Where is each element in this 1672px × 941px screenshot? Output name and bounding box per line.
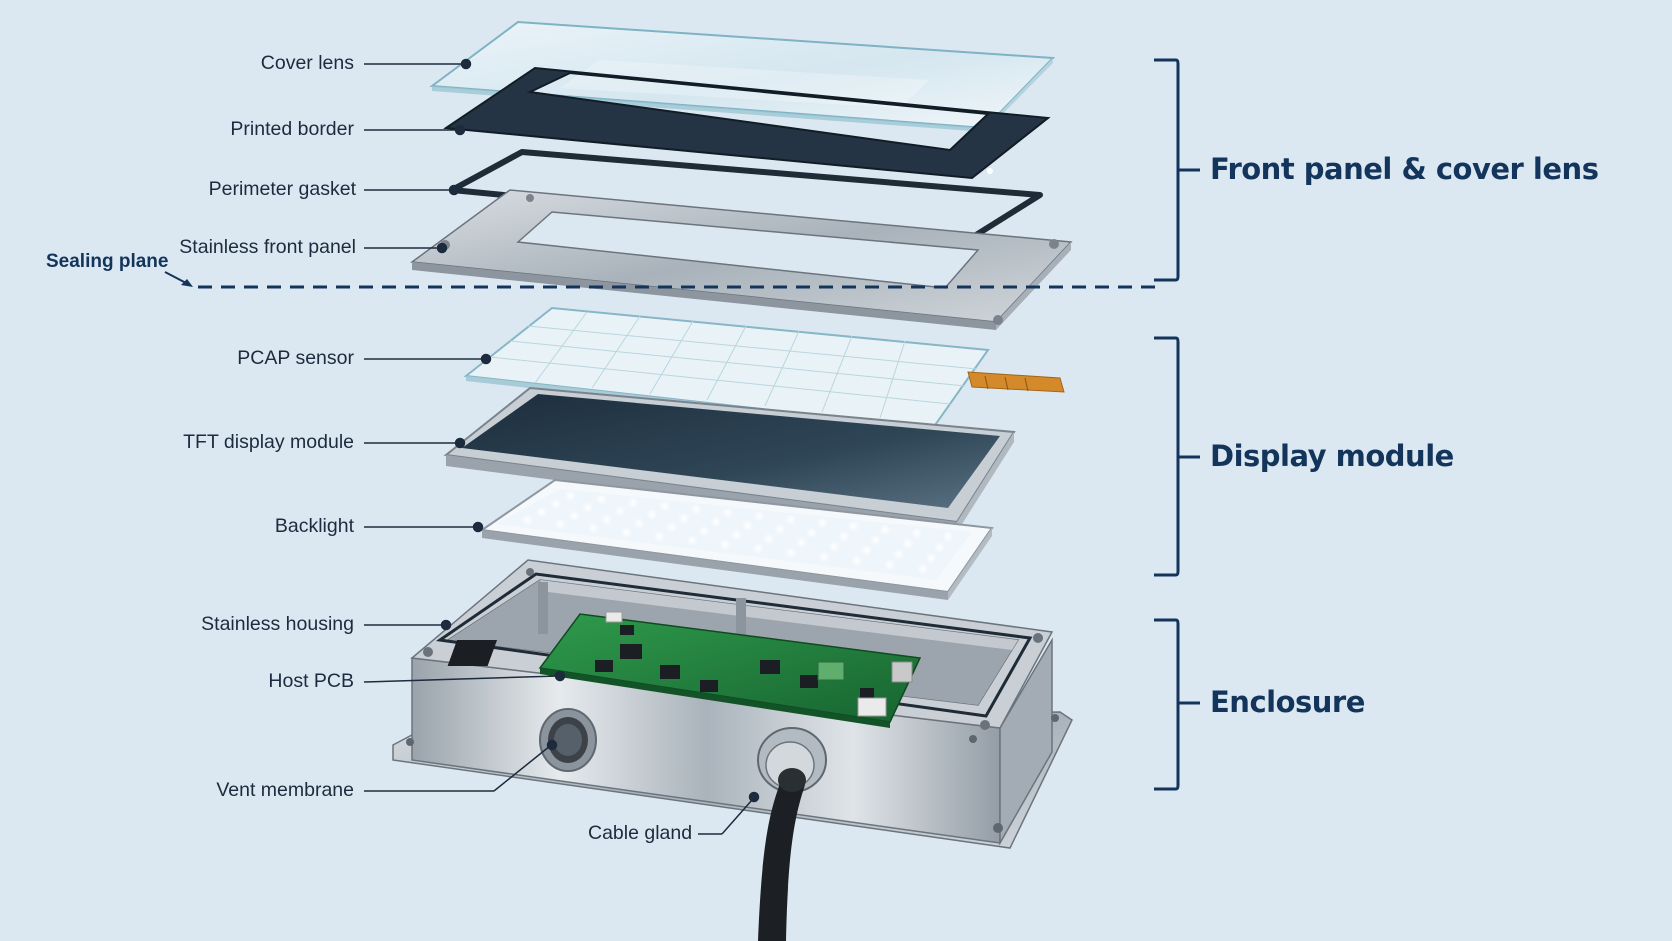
backlight-led xyxy=(784,513,797,526)
backlight-led xyxy=(568,509,581,522)
backlight-led xyxy=(850,554,863,567)
backlight-led xyxy=(933,541,946,554)
backlight-led xyxy=(910,527,923,540)
stainless-housing-part xyxy=(392,559,1073,849)
cable-gland-part xyxy=(757,727,827,941)
backlight-led xyxy=(686,534,699,547)
backlight-led xyxy=(721,506,734,519)
backlight-led xyxy=(901,537,914,550)
backlight-led xyxy=(587,522,600,535)
label-pcap-sensor: PCAP sensor xyxy=(237,347,354,369)
label-tft-display-module: TFT display module xyxy=(183,431,354,453)
backlight-led xyxy=(752,542,764,555)
label-vent-membrane: Vent membrane xyxy=(216,779,354,801)
backlight-led xyxy=(653,530,666,543)
group-label-front-panel: Front panel & cover lens xyxy=(1210,152,1599,186)
backlight-led xyxy=(719,538,732,551)
backlight-led xyxy=(730,529,743,541)
printed-border-part xyxy=(443,66,1051,180)
label-host-pcb: Host PCB xyxy=(268,670,354,692)
label-stainless-front-panel: Stainless front panel xyxy=(179,236,356,258)
backlight-led xyxy=(805,526,818,539)
backlight-led xyxy=(581,501,594,514)
backlight-led xyxy=(554,518,567,531)
backlight-led xyxy=(698,525,710,538)
group-label-display-module: Display module xyxy=(1210,439,1454,473)
backlight-led xyxy=(633,517,646,530)
leader-lines xyxy=(363,58,760,835)
backlight-led xyxy=(665,521,678,534)
backlight-led xyxy=(627,496,640,509)
label-cable-gland: Cable gland xyxy=(588,822,693,844)
label-cover-lens: Cover lens xyxy=(260,52,354,74)
backlight-led xyxy=(925,552,938,565)
label-stainless-housing: Stainless housing xyxy=(201,613,354,635)
label-printed-border: Printed border xyxy=(230,118,354,140)
label-backlight: Backlight xyxy=(274,515,354,537)
cover-lens-part xyxy=(429,20,1056,132)
host-pcb-part xyxy=(447,611,922,728)
backlight-led xyxy=(753,510,766,523)
label-sealing-plane: Sealing plane xyxy=(46,251,169,272)
backlight-led xyxy=(916,562,929,575)
vent-membrane-part xyxy=(539,708,597,772)
backlight-led xyxy=(847,520,860,533)
group-label-enclosure: Enclosure xyxy=(1210,685,1365,719)
backlight-part xyxy=(479,478,994,600)
backlight-led xyxy=(762,532,775,545)
group-brackets xyxy=(1154,58,1200,791)
backlight-led xyxy=(690,503,703,516)
backlight-led xyxy=(860,544,873,557)
backlight-led xyxy=(817,550,830,563)
backlight-led xyxy=(795,536,808,549)
backlight-led xyxy=(837,530,850,543)
backlight-led xyxy=(595,493,608,506)
backlight-led xyxy=(741,519,754,532)
backlight-led xyxy=(658,500,671,512)
tft-display-part xyxy=(443,386,1016,532)
backlight-led xyxy=(600,513,613,526)
backlight-led xyxy=(827,540,840,553)
backlight-led xyxy=(564,489,577,502)
backlight-led xyxy=(773,523,786,536)
backlight-led xyxy=(645,508,658,521)
backlight-led xyxy=(620,526,633,539)
backlight-led xyxy=(892,548,905,561)
backlight-led xyxy=(942,530,955,543)
backlight-led xyxy=(677,512,690,525)
backlight-led xyxy=(785,546,797,559)
backlight-led xyxy=(869,534,882,547)
backlight-led xyxy=(883,558,896,571)
backlight-led xyxy=(613,505,626,518)
backlight-led xyxy=(535,506,548,518)
label-perimeter-gasket: Perimeter gasket xyxy=(208,178,356,200)
backlight-led xyxy=(549,497,562,510)
backlight-led xyxy=(879,523,892,536)
stainless-front-panel-part xyxy=(409,189,1073,330)
backlight-led xyxy=(709,516,722,528)
backlight-led xyxy=(816,516,829,529)
backlight-led xyxy=(521,514,534,527)
